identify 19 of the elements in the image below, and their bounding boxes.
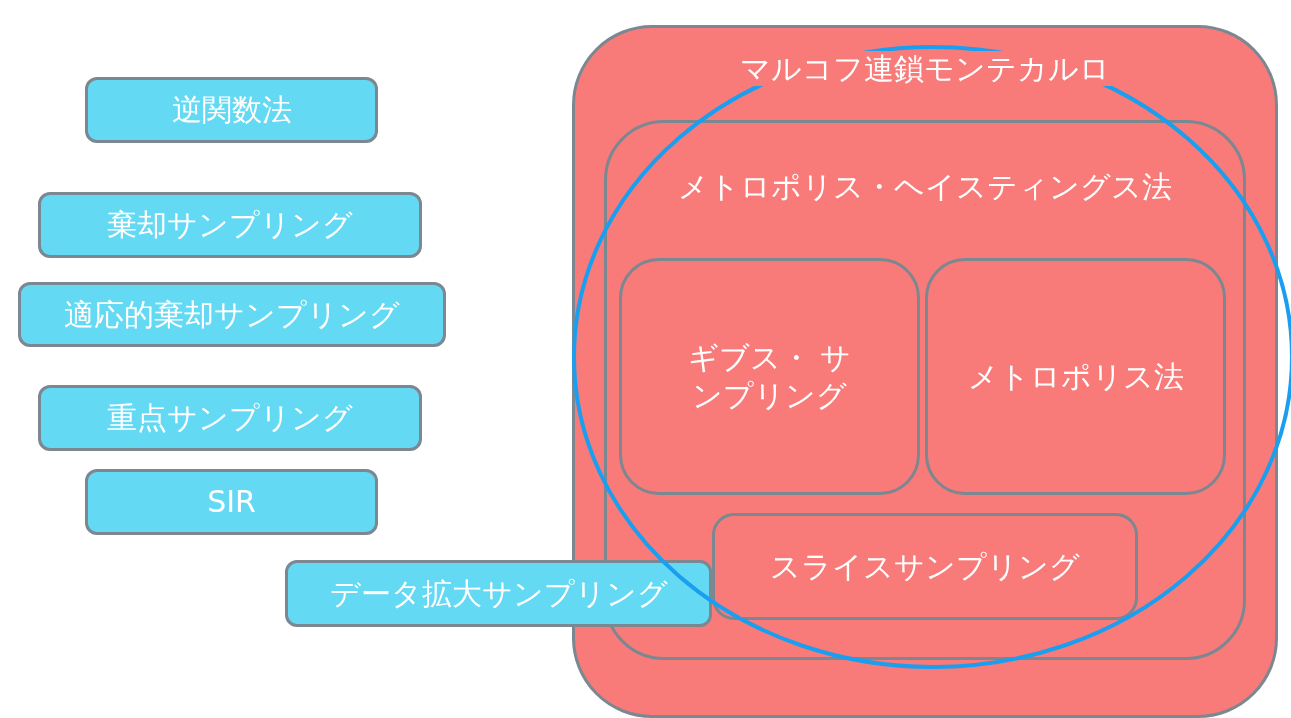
method-box — [285, 560, 712, 627]
method-label: スライスサンプリング — [770, 547, 1080, 586]
group-box — [604, 120, 1246, 660]
method-box — [18, 282, 446, 347]
method-label: 重点サンプリング — [107, 399, 353, 437]
method-label: 棄却サンプリング — [107, 206, 353, 244]
method-label: 逆関数法 — [171, 91, 292, 129]
method-box — [712, 513, 1138, 620]
method-box — [38, 192, 422, 258]
method-label: データ拡大サンプリング — [329, 574, 668, 613]
method-label: SIR — [207, 483, 256, 521]
method-box — [619, 258, 920, 495]
method-label: メトロポリス法 — [967, 357, 1184, 396]
method-label: 適応的棄却サンプリング — [64, 295, 400, 334]
method-box — [85, 77, 378, 143]
method-box — [38, 385, 422, 451]
method-box — [85, 469, 378, 535]
method-box — [925, 258, 1226, 495]
method-label: ギブス・ サンプリング — [686, 338, 853, 415]
